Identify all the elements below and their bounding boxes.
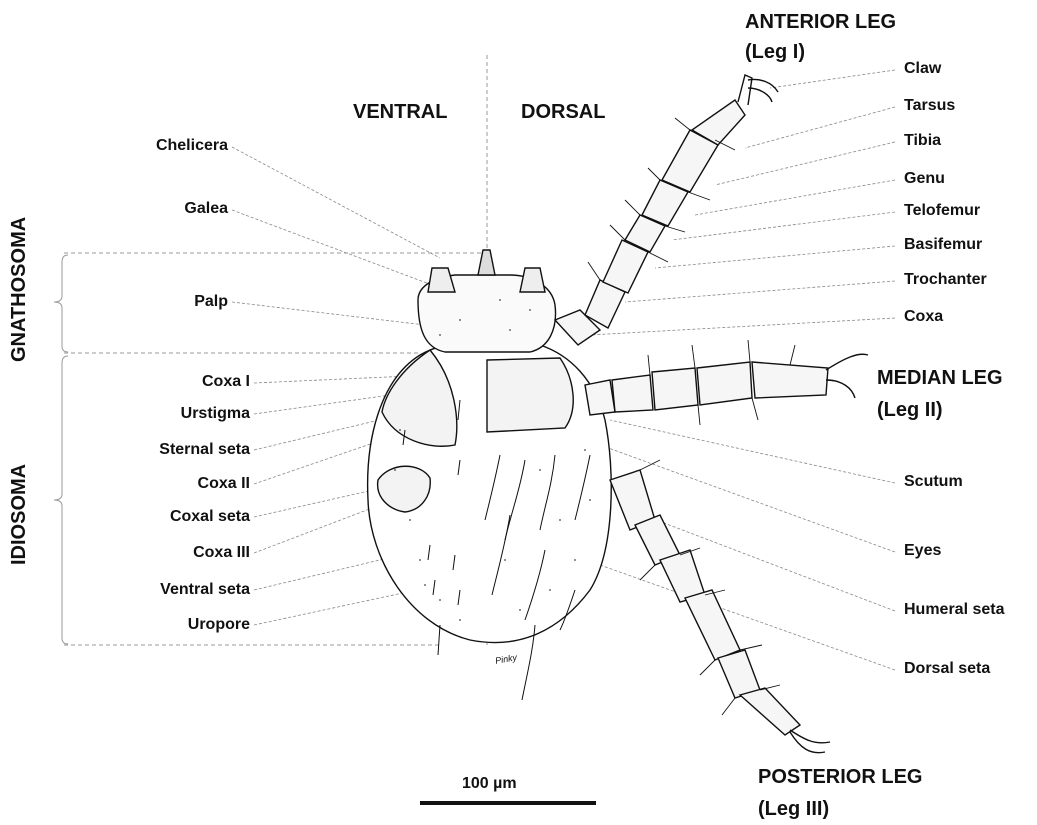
label-claw: Claw [904, 60, 941, 78]
label-telofemur: Telofemur [904, 202, 980, 220]
label-eyes: Eyes [904, 542, 941, 560]
label-genu: Genu [904, 170, 945, 188]
label-coxa-iii: Coxa III [193, 544, 250, 562]
label-urstigma: Urstigma [181, 405, 250, 423]
leg-median [585, 354, 868, 415]
ventral-label: VENTRAL [353, 100, 447, 124]
label-coxa: Coxa [904, 308, 943, 326]
label-trochanter: Trochanter [904, 271, 987, 289]
mite-body [368, 250, 612, 643]
label-humeral-seta: Humeral seta [904, 601, 1005, 619]
anterior-leg-sub: (Leg I) [745, 40, 805, 64]
label-chelicera: Chelicera [156, 137, 228, 155]
label-sternal-seta: Sternal seta [159, 441, 250, 459]
scale-bar-label: 100 µm [462, 775, 517, 793]
anterior-leg-title: ANTERIOR LEG [745, 10, 896, 34]
label-dorsal-seta: Dorsal seta [904, 660, 990, 678]
gnathosoma-label: GNATHOSOMA [8, 217, 31, 362]
artist-signature: Pinky [494, 648, 519, 670]
label-coxal-seta: Coxal seta [170, 508, 250, 526]
leg-hairs [588, 118, 795, 715]
posterior-leg-sub: (Leg III) [758, 797, 829, 821]
chelicera-shape [478, 250, 495, 275]
scutum-shape [487, 358, 573, 432]
label-ventral-seta: Ventral seta [160, 581, 250, 599]
label-scutum: Scutum [904, 473, 963, 491]
label-uropore: Uropore [188, 616, 250, 634]
idiosoma-label: IDIOSOMA [8, 464, 31, 565]
label-coxa-i: Coxa I [202, 373, 250, 391]
leg-posterior [610, 470, 830, 753]
label-tarsus: Tarsus [904, 97, 955, 115]
dorsal-label: DORSAL [521, 100, 605, 124]
label-galea: Galea [184, 200, 228, 218]
posterior-leg-title: POSTERIOR LEG [758, 765, 922, 789]
label-tibia: Tibia [904, 132, 941, 150]
median-leg-sub: (Leg II) [877, 398, 943, 422]
label-palp: Palp [194, 293, 228, 311]
label-basifemur: Basifemur [904, 236, 982, 254]
median-leg-title: MEDIAN LEG [877, 366, 1003, 390]
label-coxa-ii: Coxa II [198, 475, 250, 493]
